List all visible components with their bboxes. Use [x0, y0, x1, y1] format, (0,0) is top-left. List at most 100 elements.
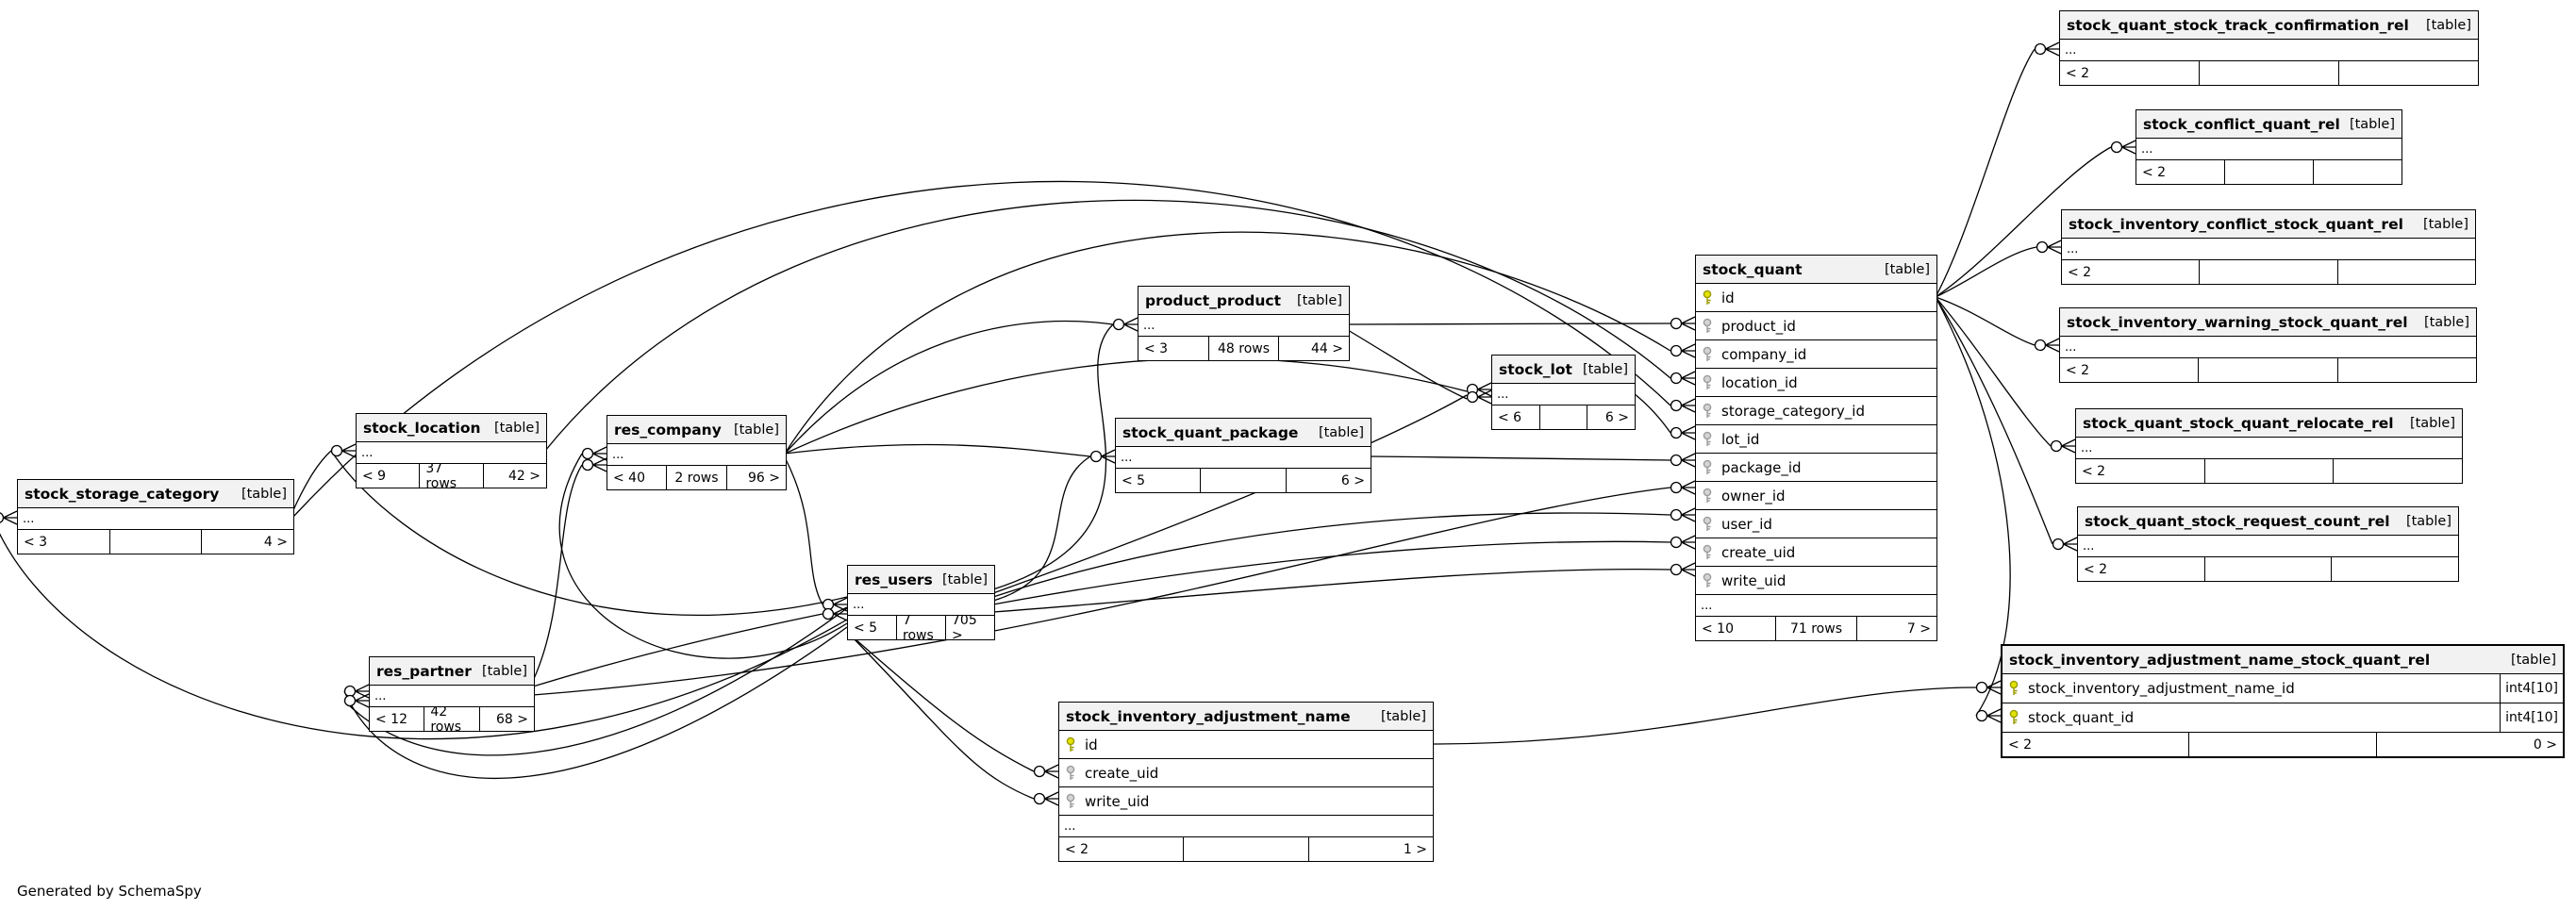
- column-name: stock_inventory_adjustment_name_id: [2028, 680, 2295, 697]
- table-footer: < 2: [2078, 557, 2458, 581]
- relationship-line: [1935, 296, 2053, 545]
- footer-children: [2336, 260, 2475, 284]
- foreign-key-icon: [1703, 572, 1712, 587]
- table-type-badge: [table]: [493, 420, 540, 436]
- table-type-badge: [table]: [1296, 292, 1342, 308]
- foreign-key-icon: [1066, 765, 1075, 780]
- table-name: stock_lot: [1499, 360, 1572, 378]
- table-type-badge: [table]: [481, 663, 527, 679]
- column-name: write_uid: [1721, 571, 1787, 589]
- table-footer: < 2: [2060, 358, 2476, 382]
- table-stock-inventory-warning-stock-quant-rel[interactable]: stock_inventory_warning_stock_quant_rel …: [2059, 307, 2477, 383]
- relationship-line: [330, 450, 848, 617]
- foreign-key-icon: [1703, 488, 1712, 503]
- column-row: stock_inventory_adjustment_name_id int4[…: [2003, 674, 2563, 703]
- table-footer: < 5 6 >: [1116, 469, 1371, 492]
- column-row: create_uid: [1696, 538, 1936, 567]
- column-name: company_id: [1721, 345, 1807, 363]
- table-stock-location[interactable]: stock_location [table] ... < 9 37 rows 4…: [356, 413, 547, 488]
- table-stock-quant-stock-quant-relocate-rel[interactable]: stock_quant_stock_quant_relocate_rel [ta…: [2075, 408, 2463, 484]
- table-stock-quant[interactable]: stock_quant [table] id product_id compan…: [1695, 255, 1937, 641]
- footer-rows: [2188, 733, 2375, 756]
- footer-parents: < 2: [2066, 65, 2090, 81]
- table-name: stock_quant_stock_track_confirmation_rel: [2067, 16, 2409, 34]
- crowfoot-connector-icon: [581, 457, 607, 472]
- table-name: stock_storage_category: [25, 485, 220, 503]
- relationship-line: [532, 487, 1671, 696]
- primary-key-icon: [2009, 680, 2019, 695]
- table-type-badge: [table]: [2349, 116, 2395, 132]
- column-name: create_uid: [1721, 543, 1796, 561]
- table-name: stock_quant: [1703, 260, 1803, 278]
- footer-children: 6 >: [1587, 405, 1635, 429]
- crowfoot-connector-icon: [1670, 562, 1696, 577]
- table-res-users[interactable]: res_users [table] ... < 5 7 rows 705 >: [847, 565, 995, 640]
- table-footer: < 40 2 rows 96 >: [607, 466, 786, 489]
- relationship-line: [1935, 146, 2112, 298]
- columns-ellipsis: ...: [2062, 239, 2475, 260]
- relationship-line: [992, 568, 1671, 613]
- table-header: stock_storage_category [table]: [18, 480, 293, 508]
- footer-parents: < 3: [1144, 340, 1169, 356]
- column-row: company_id: [1696, 340, 1936, 369]
- footer-children: 1 >: [1307, 837, 1433, 861]
- relationship-line: [1347, 329, 1468, 400]
- table-type-badge: [table]: [2423, 314, 2469, 330]
- column-row: owner_id: [1696, 482, 1936, 510]
- column-row: create_uid: [1059, 759, 1433, 787]
- table-stock-quant-stock-request-count-rel[interactable]: stock_quant_stock_request_count_rel [tab…: [2077, 506, 2459, 582]
- table-type-badge: [table]: [2405, 513, 2451, 529]
- footer-children: [2313, 160, 2401, 184]
- table-name: stock_inventory_adjustment_name_stock_qu…: [2009, 651, 2431, 669]
- footer-rows: [1200, 469, 1285, 492]
- columns-ellipsis: ...: [18, 508, 293, 530]
- column-name: owner_id: [1721, 487, 1786, 505]
- table-name: stock_inventory_adjustment_name: [1066, 707, 1351, 725]
- table-res-partner[interactable]: res_partner [table] ... < 12 42 rows 68 …: [369, 656, 535, 732]
- crowfoot-connector-icon: [822, 606, 848, 621]
- footer-rows: [2203, 557, 2332, 581]
- table-stock-inventory-adjustment-name-stock-quant-rel[interactable]: stock_inventory_adjustment_name_stock_qu…: [2001, 644, 2565, 758]
- columns-ellipsis: ...: [357, 442, 546, 464]
- relationship-line: [1935, 296, 2036, 346]
- column-row: user_id: [1696, 510, 1936, 538]
- column-row: product_id: [1696, 312, 1936, 340]
- table-name: res_users: [855, 571, 933, 588]
- footer-parents: < 10: [1702, 620, 1734, 637]
- footer-parents: < 12: [375, 711, 407, 727]
- table-footer: < 2: [2062, 260, 2475, 284]
- crowfoot-connector-icon: [1670, 371, 1696, 386]
- footer-parents: < 40: [613, 470, 645, 486]
- column-row: write_uid: [1059, 787, 1433, 816]
- crowfoot-connector-icon: [330, 443, 357, 458]
- table-product-product[interactable]: product_product [table] ... < 3 48 rows …: [1138, 286, 1350, 361]
- table-type-badge: [table]: [241, 486, 287, 502]
- primary-key-icon: [1066, 736, 1075, 752]
- relationship-line: [1935, 48, 2036, 298]
- table-name: product_product: [1145, 291, 1281, 309]
- column-row: storage_category_id: [1696, 397, 1936, 425]
- footer-rows: [2199, 260, 2336, 284]
- table-stock-quant-package[interactable]: stock_quant_package [table] ... < 5 6 >: [1115, 418, 1371, 493]
- table-footer: < 2 0 >: [2003, 733, 2563, 756]
- table-stock-inventory-adjustment-name[interactable]: stock_inventory_adjustment_name [table] …: [1058, 702, 1434, 862]
- table-header: stock_inventory_adjustment_name [table]: [1059, 703, 1433, 731]
- table-stock-storage-category[interactable]: stock_storage_category [table] ... < 3 4…: [17, 479, 294, 554]
- table-stock-inventory-conflict-stock-quant-rel[interactable]: stock_inventory_conflict_stock_quant_rel…: [2061, 209, 2476, 285]
- table-footer: < 2 1 >: [1059, 837, 1433, 861]
- table-stock-quant-stock-track-confirmation-rel[interactable]: stock_quant_stock_track_confirmation_rel…: [2059, 10, 2479, 86]
- footer-rows: 42 rows: [424, 707, 478, 731]
- table-type-badge: [table]: [2425, 17, 2471, 33]
- column-name: id: [1721, 289, 1735, 306]
- footer-children: 0 >: [2375, 733, 2563, 756]
- table-stock-lot[interactable]: stock_lot [table] ... < 6 6 >: [1491, 355, 1636, 430]
- columns-ellipsis: ...: [607, 444, 786, 466]
- footer-children: 96 >: [725, 466, 786, 489]
- table-res-company[interactable]: res_company [table] ... < 40 2 rows 96 >: [607, 415, 787, 490]
- table-footer: < 10 71 rows 7 >: [1696, 617, 1936, 640]
- footer-parents: < 5: [854, 620, 878, 636]
- footer-children: [2338, 61, 2478, 85]
- table-stock-conflict-quant-rel[interactable]: stock_conflict_quant_rel [table] ... < 2: [2136, 109, 2402, 185]
